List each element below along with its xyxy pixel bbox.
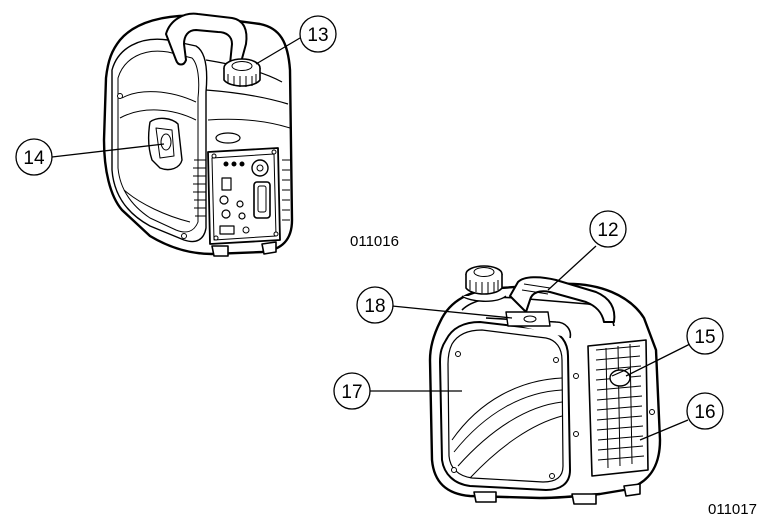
callout-16: 16 [639, 392, 724, 441]
callout-14: 14 [15, 138, 165, 176]
callout-15-label: 15 [694, 327, 715, 348]
callout-15: 15 [625, 317, 724, 377]
figure-id-011016: 011016 [350, 233, 399, 250]
callout-12: 12 [547, 210, 627, 291]
figure-id-011017: 011017 [708, 501, 757, 518]
generator-front-view [428, 265, 662, 505]
callout-16-label: 16 [694, 402, 715, 423]
callout-18: 18 [356, 286, 513, 324]
callout-18-label: 18 [364, 296, 385, 317]
generator-rear-view [102, 12, 294, 257]
callout-17: 17 [333, 372, 462, 410]
callout-17-label: 17 [341, 382, 362, 403]
callout-13: 13 [255, 15, 337, 65]
callout-12-label: 12 [597, 220, 618, 241]
callout-14-label: 14 [23, 148, 45, 169]
callout-13-label: 13 [307, 25, 328, 46]
